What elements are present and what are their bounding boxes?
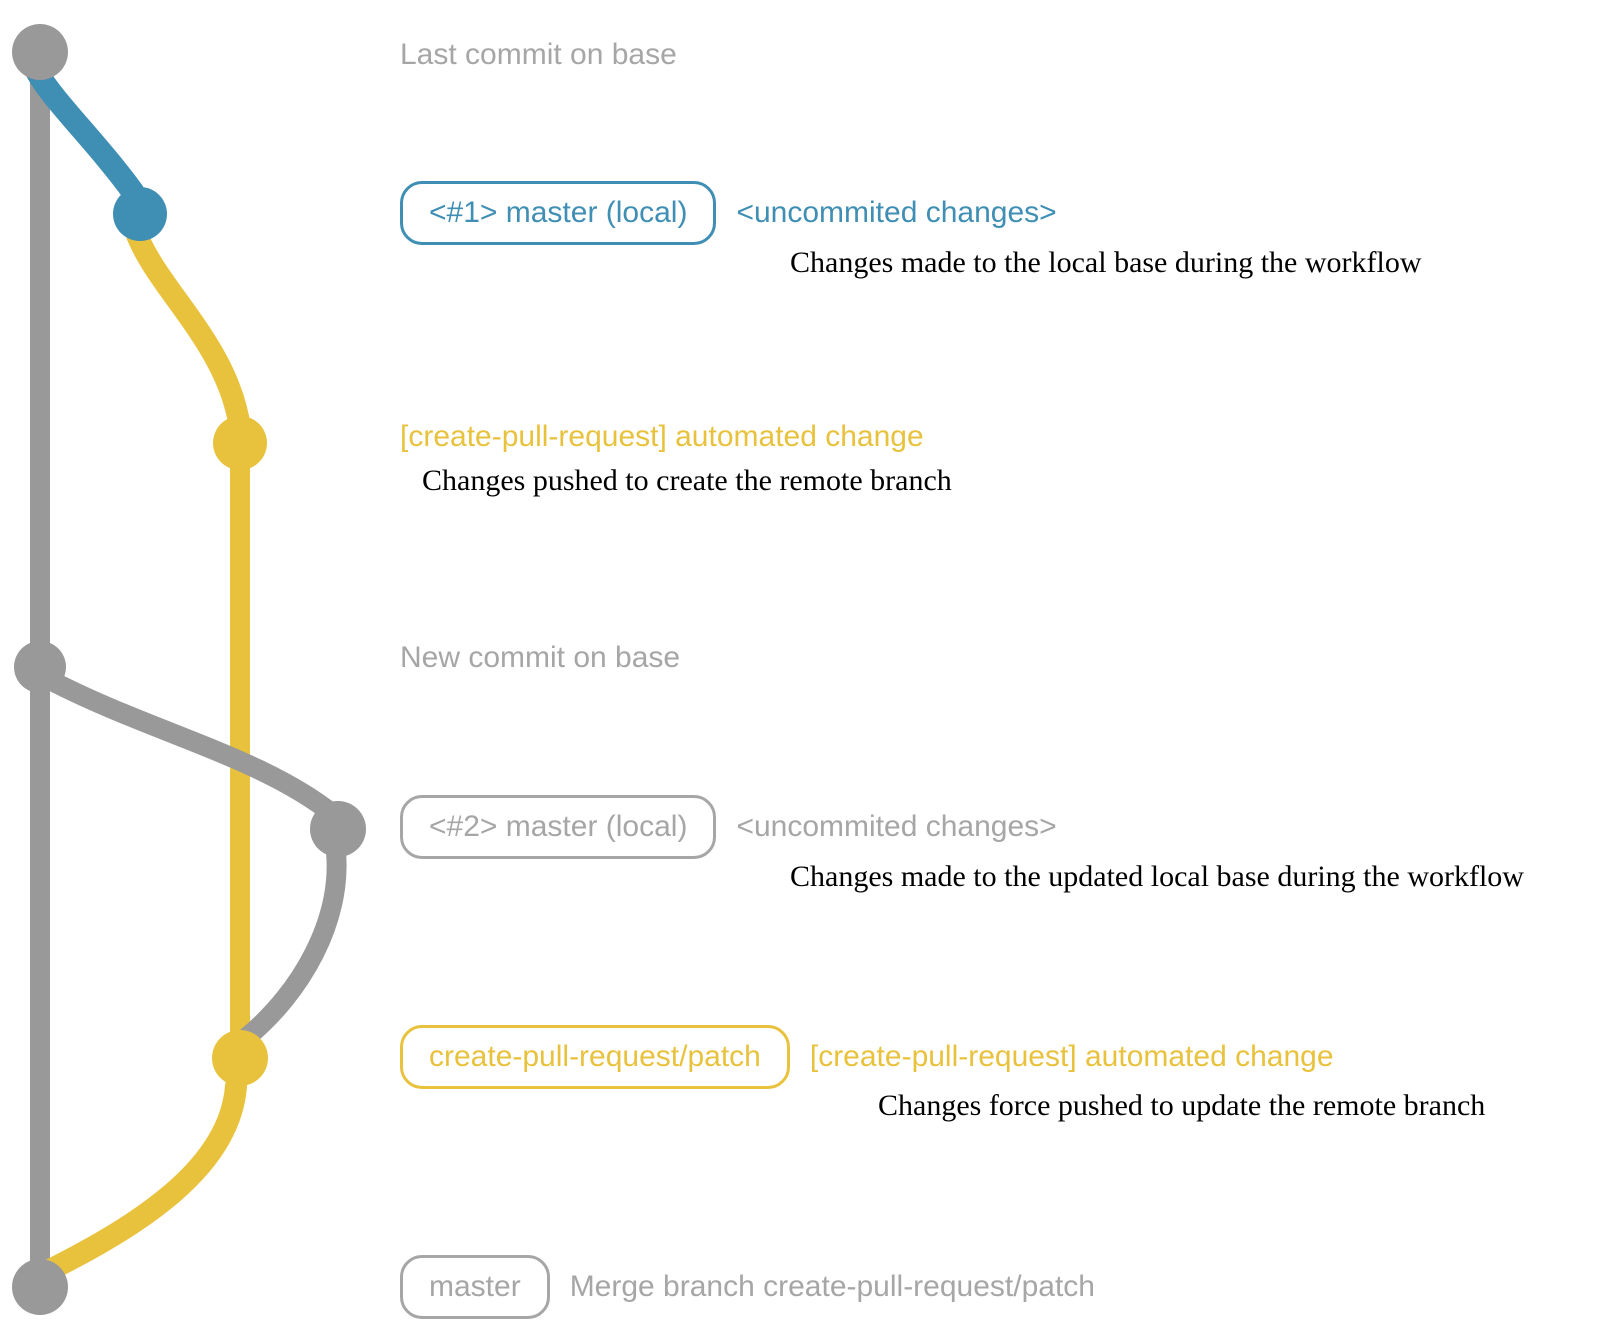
commit-dot-last-base [12,24,68,80]
commit-message: <uncommited changes> [736,196,1057,229]
commit-message: [create-pull-request] automated change [400,420,924,453]
annotation-last-commit-on-base: Last commit on base [400,33,677,77]
commit-dot-new-base [14,641,66,693]
commit-description: Changes made to the updated local base d… [790,860,1524,893]
annotation-local-commit-2: <#2> master (local) <uncommited changes> [400,794,1057,860]
local-branch-curve-1 [24,58,145,204]
local-branch-curve-2 [40,670,344,825]
commit-message: Last commit on base [400,38,677,71]
annotation-merge: master Merge branch create-pull-request/… [400,1254,1095,1320]
annotation-new-commit-on-base: New commit on base [400,636,680,680]
local-branch-curve-3 [236,842,347,1048]
commit-dot-patch-1 [213,416,267,470]
commit-dot-patch-2 [212,1030,268,1086]
annotation-force-push: create-pull-request/patch [create-pull-r… [400,1024,1334,1090]
commit-message: [create-pull-request] automated change [809,1040,1334,1073]
commit-dot-merge [12,1259,68,1315]
commit-dot-local-1 [113,187,167,241]
commit-message: <uncommited changes> [736,810,1057,843]
commit-description: Changes pushed to create the remote bran… [422,464,952,497]
commit-dot-local-2 [310,801,366,857]
commit-message: Merge branch create-pull-request/patch [569,1270,1095,1303]
commit-description: Changes made to the local base during th… [790,246,1422,279]
branch-badge: <#2> master (local) [400,795,717,859]
annotation-local-commit-1: <#1> master (local) <uncommited changes> [400,180,1057,246]
commit-description: Changes force pushed to update the remot… [878,1089,1486,1122]
merge-curve [35,1075,247,1283]
branch-badge: create-pull-request/patch [400,1025,790,1089]
branch-badge: master [400,1255,550,1319]
patch-branch-curve-1 [126,224,251,439]
branch-badge: <#1> master (local) [400,181,717,245]
commit-message: New commit on base [400,641,681,674]
annotation-push-1: [create-pull-request] automated change [400,415,924,459]
